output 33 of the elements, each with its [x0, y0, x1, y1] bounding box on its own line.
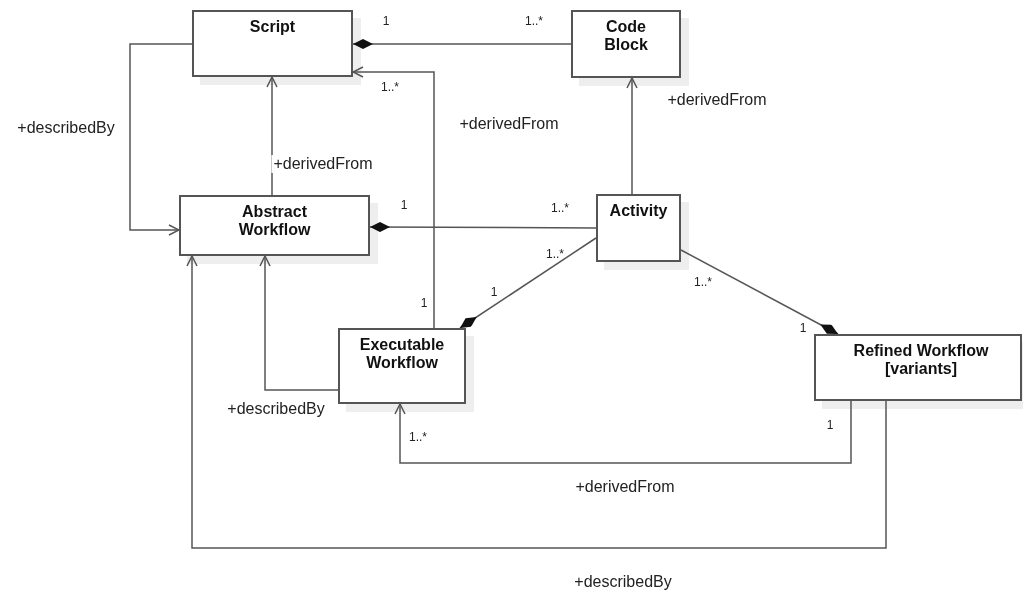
multiplicity-label: 1 [826, 418, 834, 432]
multiplicity-label: 1..* [551, 201, 569, 215]
class-name: Activity [608, 202, 669, 220]
association-arrow [259, 255, 339, 391]
role-label: +describedBy [15, 119, 117, 137]
role-label: +describedBy [572, 573, 674, 591]
role-label: +derivedFrom [271, 155, 375, 173]
composition-line [352, 39, 572, 49]
multiplicity-label: 1..* [546, 247, 564, 261]
association-arrow [266, 76, 278, 196]
multiplicity-label: 1..* [381, 80, 399, 94]
class-name: Code Block [603, 18, 649, 54]
multiplicity-label: 1..* [525, 14, 543, 28]
multiplicity-label: 1..* [409, 430, 427, 444]
role-label: +describedBy [225, 400, 327, 418]
association-arrow [626, 77, 638, 195]
multiplicity-label: 1 [490, 285, 498, 299]
association-arrow [394, 400, 852, 464]
class-name: Executable Workflow [358, 336, 446, 372]
composition-line [369, 222, 597, 233]
multiplicity-label: 1 [799, 321, 807, 335]
multiplicity-label: 1 [382, 14, 390, 28]
association-arrow [129, 43, 193, 236]
multiplicity-label: 1 [420, 296, 428, 310]
composition-line [459, 237, 597, 329]
association-arrow [352, 66, 435, 329]
association-arrow [186, 255, 887, 549]
composition-line [680, 249, 839, 335]
class-name: Refined Workflow [variants] [852, 342, 990, 378]
multiplicity-label: 1..* [694, 275, 712, 289]
multiplicity-label: 1 [400, 198, 408, 212]
class-name: Abstract Workflow [237, 203, 312, 239]
class-name: Script [248, 18, 297, 36]
